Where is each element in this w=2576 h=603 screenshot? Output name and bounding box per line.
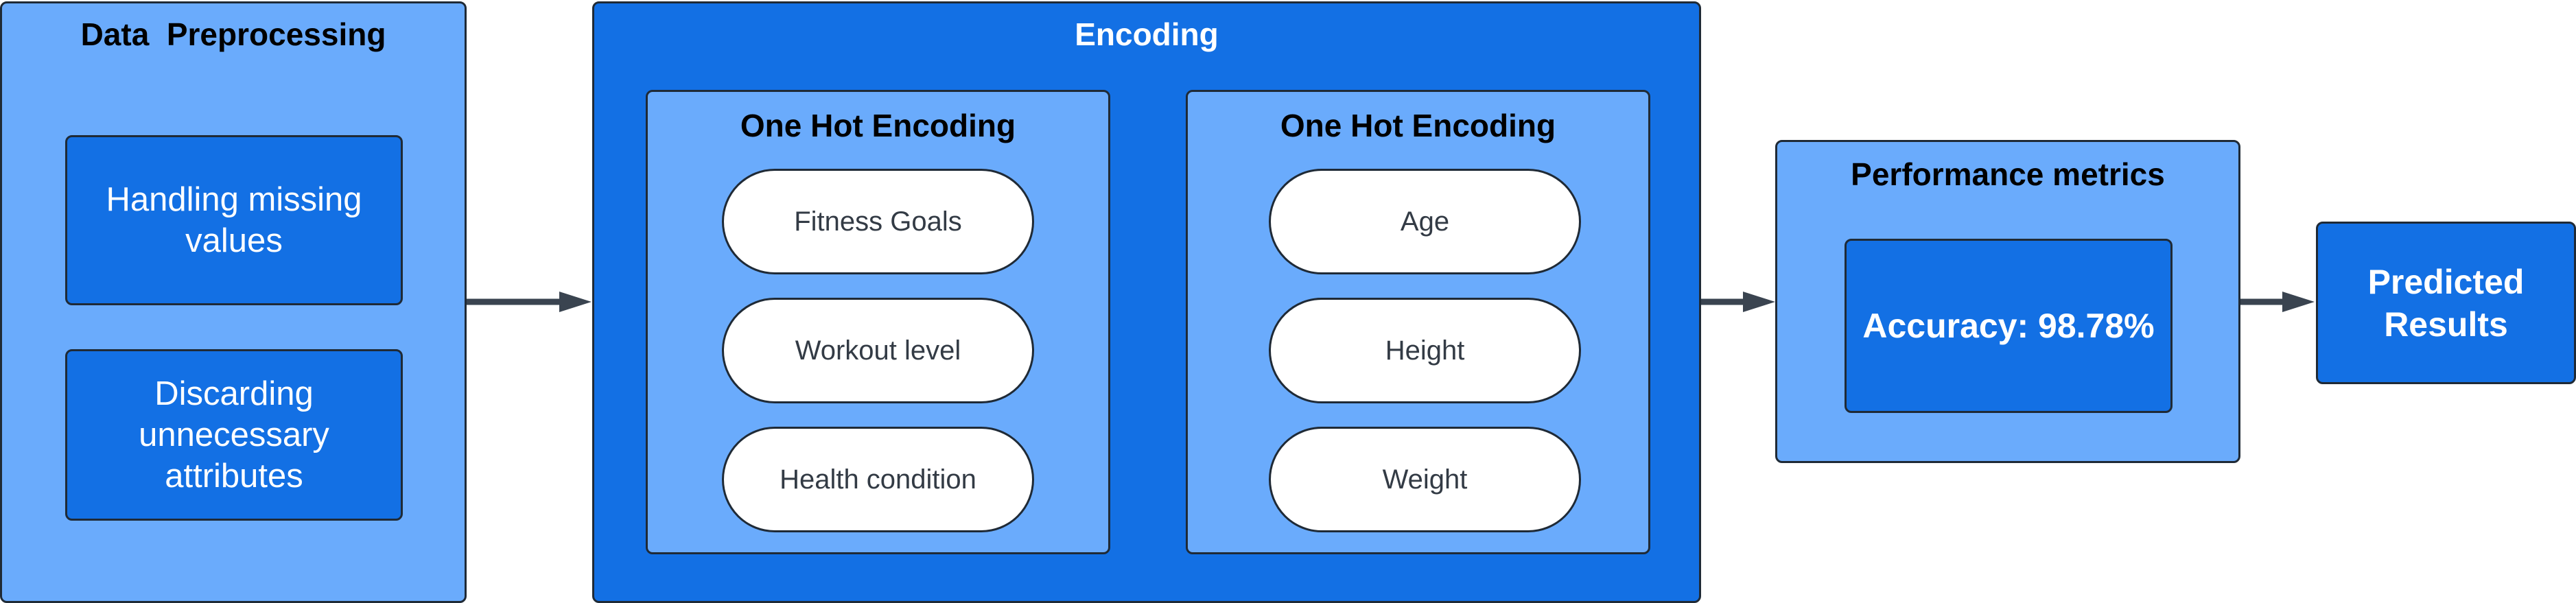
fitness-goals-feature: Fitness Goals: [722, 169, 1034, 274]
workout-level-feature: Workout level: [722, 298, 1034, 403]
data-preprocessing-panel: Data Preprocessing Handling missing valu…: [0, 1, 467, 603]
one-hot-encoding-title-1: One Hot Encoding: [740, 108, 1016, 143]
one-hot-encoding-title-2: One Hot Encoding: [1280, 108, 1556, 143]
performance-metrics-panel: Performance metrics Accuracy: 98.78%: [1775, 140, 2240, 463]
arrow-preprocessing-to-encoding: [467, 292, 592, 312]
discarding-attributes-step: Discarding unnecessary attributes: [65, 349, 403, 521]
predicted-results-box: Predicted Results: [2316, 222, 2576, 384]
one-hot-encoding-group-1: One Hot Encoding Fitness Goals Workout l…: [646, 90, 1110, 554]
data-preprocessing-title: Data Preprocessing: [80, 16, 386, 52]
height-feature: Height: [1269, 298, 1581, 403]
arrow-metrics-to-results: [2240, 292, 2315, 312]
arrow-encoding-to-metrics: [1701, 292, 1775, 312]
accuracy-metric: Accuracy: 98.78%: [1845, 239, 2173, 413]
health-condition-feature: Health condition: [722, 427, 1034, 532]
handling-missing-values-step: Handling missing values: [65, 135, 403, 305]
encoding-panel: Encoding One Hot Encoding Fitness Goals …: [592, 1, 1701, 603]
performance-metrics-title: Performance metrics: [1851, 156, 2165, 192]
age-feature: Age: [1269, 169, 1581, 274]
encoding-title: Encoding: [1075, 16, 1219, 52]
one-hot-encoding-group-2: One Hot Encoding Age Height Weight: [1186, 90, 1650, 554]
weight-feature: Weight: [1269, 427, 1581, 532]
